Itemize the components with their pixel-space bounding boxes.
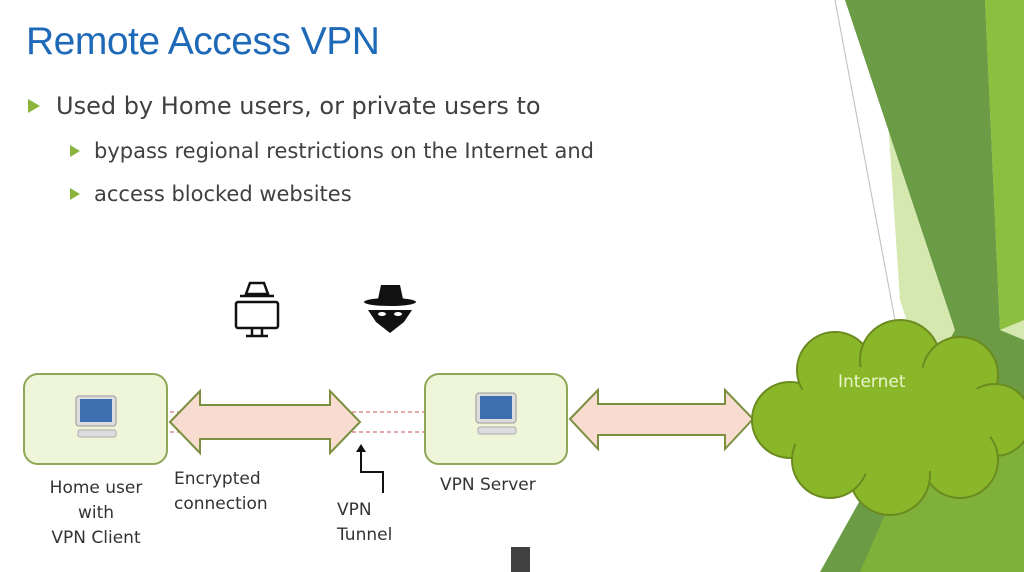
slide-title: Remote Access VPN <box>26 20 380 63</box>
bullet-triangle-icon <box>70 188 80 200</box>
tunnel-pointer <box>360 447 384 493</box>
bullet-level1: Used by Home users, or private users to <box>28 92 541 120</box>
spy-hat-icon <box>364 285 416 333</box>
vpn-server-label: VPN Server <box>440 475 536 495</box>
label-line: Encrypted <box>174 469 261 489</box>
bullet-level2: bypass regional restrictions on the Inte… <box>70 139 594 163</box>
label-line: Tunnel <box>337 525 393 545</box>
vpn-tunnel-label: VPN Tunnel <box>337 498 392 548</box>
bullet-text: bypass regional restrictions on the Inte… <box>94 139 594 163</box>
decor-mid-band <box>985 0 1024 330</box>
encrypted-connection-arrow <box>168 388 362 456</box>
internet-connection-arrow <box>568 387 755 452</box>
home-user-label: Home user with VPN Client <box>28 476 164 551</box>
internet-cloud <box>751 319 1024 516</box>
label-line: VPN Client <box>51 528 141 548</box>
desktop-computer-icon <box>75 395 117 438</box>
internet-label: Internet <box>838 372 906 392</box>
desktop-computer-icon <box>475 392 517 435</box>
label-line: with <box>77 503 115 523</box>
decor-thin-line <box>834 0 896 321</box>
label-line: VPN <box>337 500 372 520</box>
bullet-text: access blocked websites <box>94 182 352 206</box>
bullet-triangle-icon <box>70 145 80 157</box>
hacker-at-computer-icon <box>234 281 280 338</box>
encrypted-connection-label: Encrypted connection <box>174 467 268 517</box>
bullet-text: Used by Home users, or private users to <box>56 92 541 120</box>
label-line: Home user <box>49 478 143 498</box>
bullet-triangle-icon <box>28 99 40 113</box>
bullet-level2: access blocked websites <box>70 182 352 206</box>
label-line: connection <box>174 494 268 514</box>
tunnel-pointer-arrowhead <box>356 444 366 452</box>
cursor-block <box>511 547 530 572</box>
